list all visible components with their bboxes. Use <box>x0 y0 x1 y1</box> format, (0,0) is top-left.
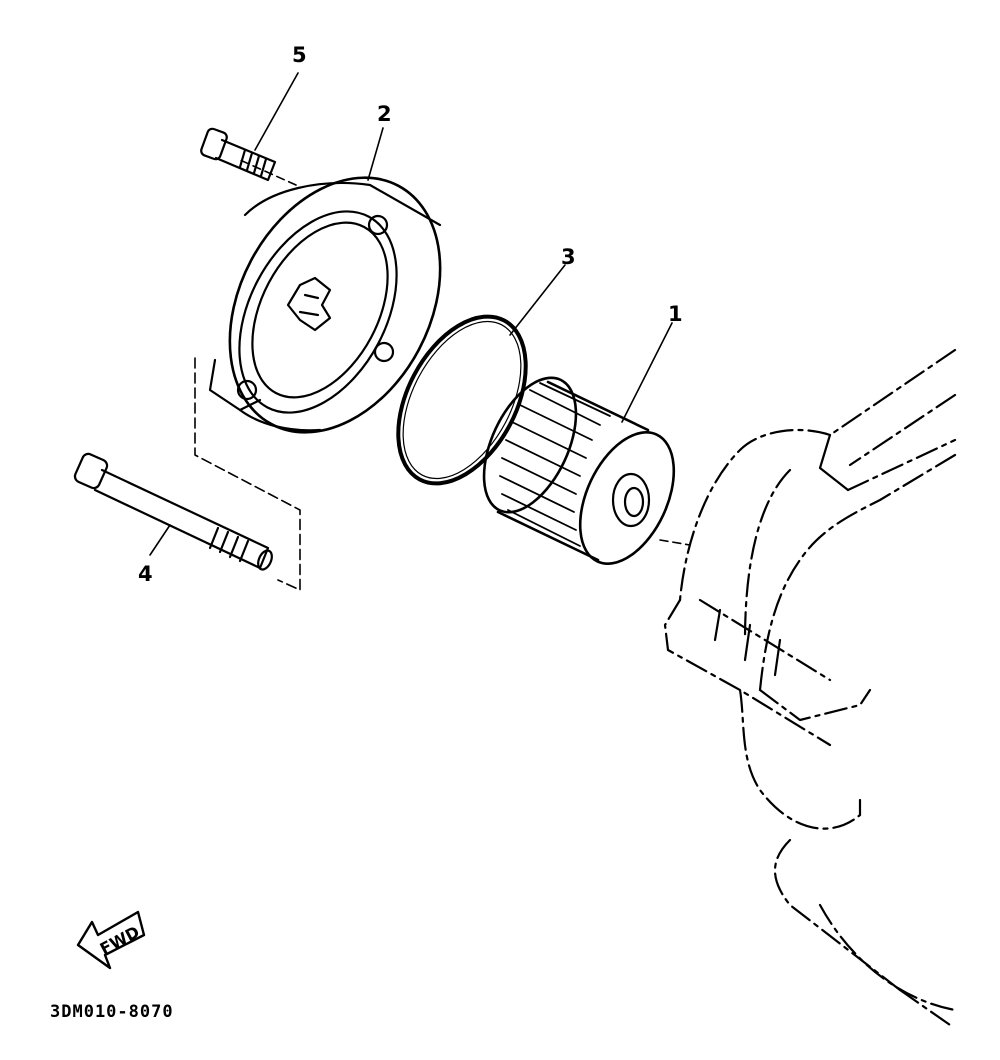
long-bolt <box>73 452 273 571</box>
callout-3: 3 <box>561 245 576 269</box>
drawing-code: 3DM010-8070 <box>50 1002 174 1022</box>
fwd-arrow-icon: FWD <box>76 910 146 970</box>
callout-2: 2 <box>377 102 392 126</box>
short-bolt <box>200 127 277 182</box>
callout-5: 5 <box>292 43 307 67</box>
callout-4: 4 <box>138 562 153 586</box>
oil-filter-cover <box>208 176 442 434</box>
leader-lines <box>149 72 691 591</box>
oil-filter-element <box>482 376 676 565</box>
o-ring <box>396 314 528 486</box>
callout-1: 1 <box>668 302 683 326</box>
engine-case <box>663 348 957 1027</box>
